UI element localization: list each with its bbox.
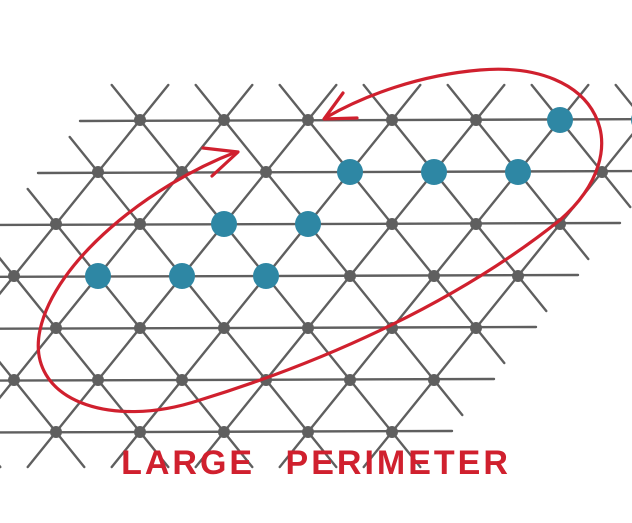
lattice-node — [302, 114, 314, 126]
lattice-node — [92, 374, 104, 386]
lattice-diagonal-line — [614, 83, 632, 108]
highlighted-site — [169, 263, 195, 289]
highlighted-site — [253, 263, 279, 289]
lattice-node — [470, 218, 482, 230]
lattice-node — [8, 374, 20, 386]
lattice-row-line — [0, 377, 496, 382]
lattice-node — [134, 114, 146, 126]
lattice-node — [8, 270, 20, 282]
highlighted-site — [85, 263, 111, 289]
lattice-node — [302, 322, 314, 334]
lattice-row-line — [36, 169, 632, 175]
perimeter-loop-path — [36, 67, 604, 414]
lattice-diagonal-line — [194, 83, 464, 417]
lattice-node — [176, 374, 188, 386]
lattice-node — [92, 166, 104, 178]
lattice-node — [50, 322, 62, 334]
highlighted-site — [505, 159, 531, 185]
lattice-node — [218, 426, 230, 438]
lattice-node — [344, 374, 356, 386]
lattice-node — [134, 426, 146, 438]
lattice-node — [428, 270, 440, 282]
highlighted-site — [295, 211, 321, 237]
lattice-diagonal-line — [68, 135, 338, 469]
lattice-node — [134, 322, 146, 334]
lattice-node — [50, 218, 62, 230]
perimeter-loop — [36, 67, 604, 414]
lattice-node — [470, 322, 482, 334]
lattice-node — [50, 426, 62, 438]
lattice-node — [218, 322, 230, 334]
lattice-node — [386, 114, 398, 126]
lattice-node — [386, 218, 398, 230]
lattice-node — [470, 114, 482, 126]
lattice-node — [302, 426, 314, 438]
lattice-node — [512, 270, 524, 282]
highlighted-site — [211, 211, 237, 237]
lattice-node — [218, 114, 230, 126]
lattice-node — [134, 218, 146, 230]
lattice-node — [260, 166, 272, 178]
highlighted-sites — [85, 107, 632, 289]
lattice-node — [596, 166, 608, 178]
highlighted-site — [547, 107, 573, 133]
lattice-node — [386, 426, 398, 438]
arrowhead-icon — [201, 146, 240, 178]
highlighted-site — [337, 159, 363, 185]
arrowhead-icon — [322, 91, 359, 121]
caption-large-perimeter: LARGE PERIMETER — [121, 444, 511, 482]
lattice-node — [344, 270, 356, 282]
highlighted-site — [421, 159, 447, 185]
lattice-diagonal-line — [530, 83, 632, 209]
lattice-node — [428, 374, 440, 386]
lattice-row-line — [0, 325, 538, 330]
